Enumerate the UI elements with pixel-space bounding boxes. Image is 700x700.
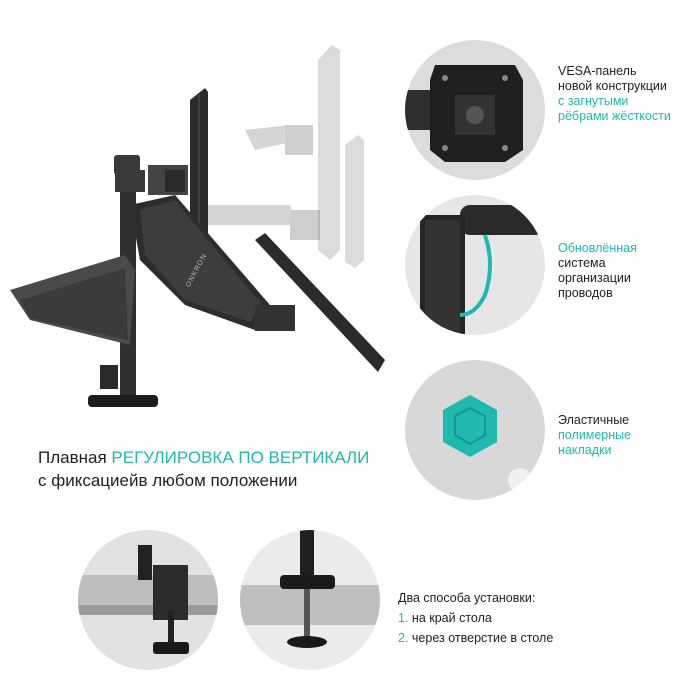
headline-line2: с фиксациейв любом положении	[38, 471, 298, 490]
feature-pads-text: Эластичные полимерные накладки	[558, 413, 631, 458]
base-plate	[88, 395, 158, 407]
feature-line: организации	[558, 271, 631, 285]
install-item: 1. на край стола	[398, 608, 553, 628]
monitor-right	[255, 233, 385, 372]
feature-line: проводов	[558, 286, 613, 300]
feature-line: рёбрами жёсткости	[558, 109, 671, 123]
install-item-num: 1.	[398, 611, 409, 625]
polymer-pad-icon	[443, 395, 497, 457]
feature-line: система	[558, 256, 606, 270]
install-clamp-image	[78, 530, 218, 670]
install-item: 2. через отверстие в столе	[398, 628, 553, 648]
feature-vesa-image	[405, 40, 545, 180]
feature-line: полимерные	[558, 428, 632, 442]
feature-cables-image	[405, 195, 545, 335]
feature-line: Эластичные	[558, 413, 630, 427]
headline-accent: РЕГУЛИРОВКА ПО ВЕРТИКАЛИ	[111, 448, 370, 467]
install-item-text: через отверстие в столе	[411, 631, 554, 645]
install-grommet-image	[240, 530, 380, 670]
headline: Плавная РЕГУЛИРОВКА ПО ВЕРТИКАЛИ с фикса…	[38, 446, 369, 492]
feature-line: накладки	[558, 443, 612, 457]
feature-line: Обновлённая	[558, 241, 637, 255]
install-title: Два способа установки:	[398, 591, 536, 605]
feature-line: новой конструкции	[558, 79, 667, 93]
feature-line: VESA-панель	[558, 64, 637, 78]
install-methods: Два способа установки: 1. на край стола …	[398, 588, 553, 648]
headline-part1: Плавная	[38, 448, 112, 467]
feature-vesa-text: VESA-панель новой конструкции с загнутым…	[558, 64, 671, 124]
ghost-monitor-top	[245, 45, 340, 260]
feature-pads-image	[405, 360, 545, 500]
ghost-monitor-mid	[200, 135, 364, 268]
product-illustration	[10, 45, 385, 407]
feature-line: с загнутыми	[558, 94, 629, 108]
feature-cables-text: Обновлённая система организации проводов	[558, 241, 637, 301]
install-item-text: на край стола	[411, 611, 492, 625]
install-item-num: 2.	[398, 631, 409, 645]
grommet-icon	[280, 575, 335, 589]
